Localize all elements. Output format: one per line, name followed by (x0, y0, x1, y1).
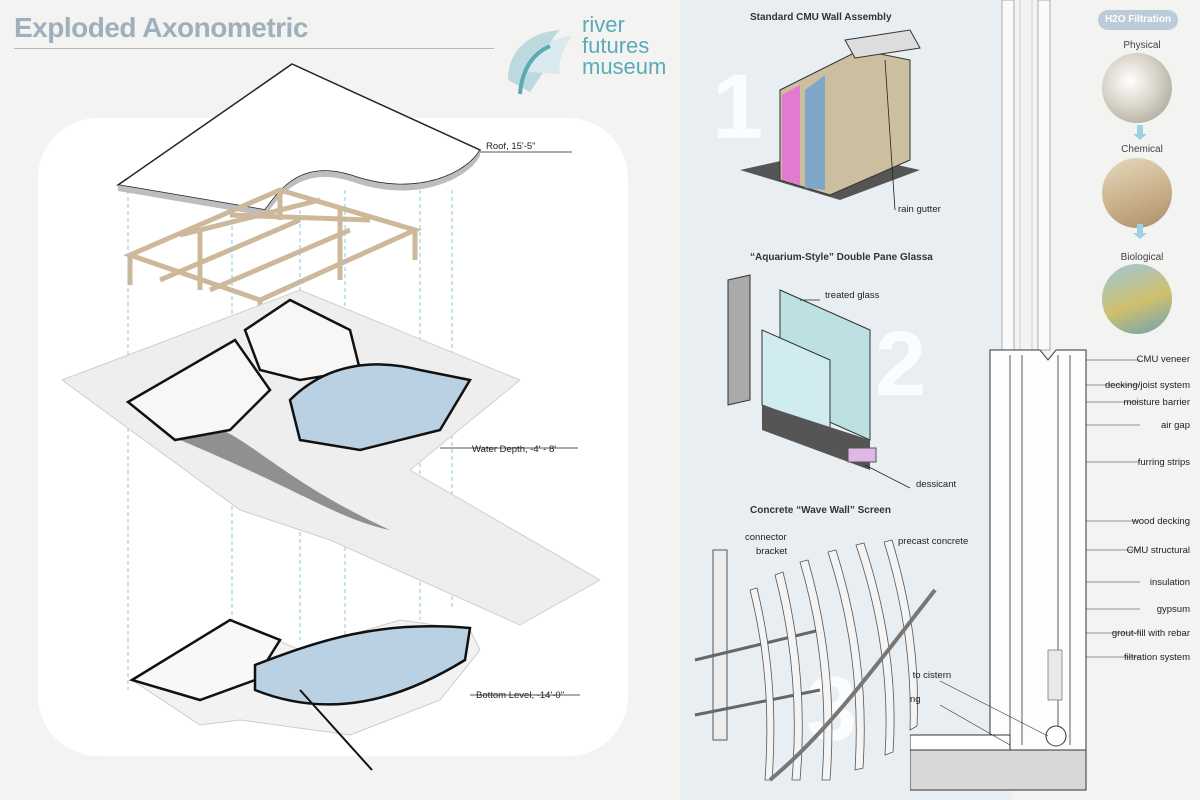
label-gypsum: gypsum (1157, 604, 1190, 615)
label-pipe-to-cistern: pipe to cistern (910, 670, 951, 681)
label-cmu-structural: CMU structural (1127, 545, 1190, 556)
h2o-filtration-badge: H2O Filtration (1098, 10, 1178, 30)
label-furring-strips: furring strips (1138, 457, 1191, 468)
logo-word-museum: museum (582, 54, 667, 79)
label-insulation: insulation (1150, 577, 1190, 588)
cmu-number: 1 (712, 56, 763, 158)
exploded-axonometric-panel: Exploded Axonometric river futures museu… (14, 12, 667, 771)
dessicant-block (847, 447, 877, 463)
roof-label: Roof, 15'-5" (486, 141, 536, 152)
flow-arrows (1133, 125, 1147, 239)
water-gallery (288, 363, 472, 452)
details-drawing: Standard CMU Wall Assembly 1 rain gutter… (694, 12, 968, 782)
gravel-image (1102, 53, 1172, 123)
gutter-label: rain gutter (898, 204, 941, 215)
wave-rail-top (694, 628, 821, 662)
axon-drawing: Roof, 15'-5" Water Depth, -4' - 8' (60, 63, 602, 771)
bracket-label: bracket (756, 546, 788, 557)
label-moisture-barrier: moisture barrier (1123, 397, 1190, 408)
museum-logo (508, 30, 572, 95)
wall-section (989, 349, 1087, 751)
filtration-unit (1047, 649, 1063, 701)
label-grout-fill: grout-fill with rebar (1112, 628, 1190, 639)
wall-section-drawing: CMU veneer decking/joist system moisture… (910, 0, 1191, 791)
wave-base-beam (768, 588, 937, 782)
cmu-title: Standard CMU Wall Assembly (750, 12, 892, 23)
title-rule (14, 48, 494, 49)
dessicant-label: dessicant (916, 479, 956, 490)
wave-title: Concrete “Wave Wall” Screen (750, 505, 891, 516)
cmu-gutter (844, 29, 921, 59)
ramp (180, 420, 390, 530)
west-gallery (125, 338, 272, 442)
water-label: Water Depth, -4' - 8' (472, 444, 556, 455)
connector-label: connector (745, 532, 787, 543)
stage-biological-label: Biological (1120, 252, 1164, 263)
logo-word-river: river (582, 12, 625, 37)
bottom-label: Bottom Level, -14'-0" (476, 690, 564, 701)
label-wood-decking: wood decking (1131, 516, 1190, 527)
label-cmu-veneer: CMU veneer (1137, 354, 1190, 365)
cmu-membrane (805, 75, 825, 190)
kelp-image (1102, 264, 1172, 334)
label-footing: footing (910, 694, 921, 705)
page-title: Exploded Axonometric (14, 12, 308, 43)
wave-post (712, 549, 728, 741)
glass-title: “Aquarium-Style” Double Pane Glassa (750, 252, 933, 263)
stage-chemical-label: Chemical (1121, 144, 1163, 155)
glass-number: 2 (875, 313, 926, 415)
logo-word-futures: futures (582, 33, 650, 58)
footing-section (910, 749, 1087, 791)
label-decking-joist: decking/joist system (1105, 380, 1190, 391)
precast-label: precast concrete (898, 536, 968, 547)
stage-physical-label: Physical (1123, 40, 1161, 51)
bottom-ramp (299, 689, 373, 771)
label-air-gap: air gap (1161, 420, 1190, 431)
cmu-insulation (782, 85, 800, 185)
glass-mullion (727, 274, 751, 406)
label-filtration-system: filtration system (1124, 652, 1190, 663)
sand-image (1102, 158, 1172, 228)
glass-base (762, 405, 870, 470)
cistern-pipe (1045, 725, 1067, 747)
treated-glass-label: treated glass (825, 290, 880, 301)
